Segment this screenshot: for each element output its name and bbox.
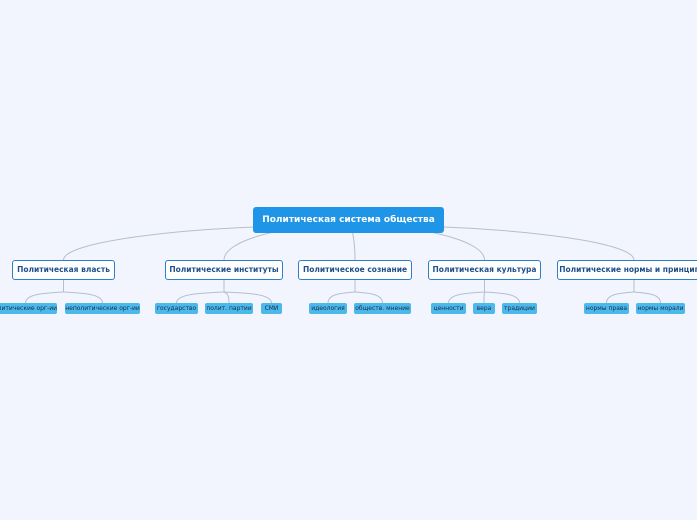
leaf-topic-faith[interactable]: вера	[473, 303, 495, 314]
connector-line	[63, 225, 292, 261]
leaf-topic-parties[interactable]: полит. партии	[205, 303, 253, 314]
leaf-topic-traditions[interactable]: традиции	[502, 303, 537, 314]
connector-line	[223, 291, 230, 304]
leaf-topic-state[interactable]: государство	[155, 303, 198, 314]
connector-line	[606, 291, 635, 304]
leaf-topic-legal-norms[interactable]: нормы права	[584, 303, 629, 314]
branch-topic-norms[interactable]: Политические нормы и принцип	[557, 260, 697, 280]
leaf-topic-moral-norms[interactable]: нормы морали	[636, 303, 685, 314]
connector-line	[63, 291, 103, 304]
connector-line	[327, 291, 356, 304]
root-topic[interactable]: Политическая система общества	[253, 207, 444, 233]
connector-line	[448, 291, 485, 304]
connector-line	[484, 291, 520, 304]
branch-topic-culture[interactable]: Политическая культура	[428, 260, 541, 280]
leaf-topic-ideology[interactable]: идеология	[309, 303, 347, 314]
leaf-topic-media[interactable]: СМИ	[261, 303, 282, 314]
leaf-topic-nonpolitical-orgs[interactable]: неполитические орг-ии	[65, 303, 140, 314]
connector-line	[483, 291, 485, 304]
branch-topic-consciousness[interactable]: Политическое сознание	[298, 260, 412, 280]
connector-line	[405, 225, 635, 261]
connector-line	[25, 291, 64, 304]
branch-topic-institutions[interactable]: Политические институты	[165, 260, 283, 280]
leaf-topic-public-opinion[interactable]: обществ. мнение	[354, 303, 411, 314]
connector-line	[223, 291, 272, 304]
connector-line	[633, 291, 661, 304]
leaf-topic-values[interactable]: ценности	[431, 303, 466, 314]
connector-line	[354, 291, 383, 304]
connector-line	[176, 291, 225, 304]
branch-topic-power[interactable]: Политическая власть	[12, 260, 115, 280]
leaf-topic-political-orgs[interactable]: олитические орг-ии	[0, 303, 57, 314]
